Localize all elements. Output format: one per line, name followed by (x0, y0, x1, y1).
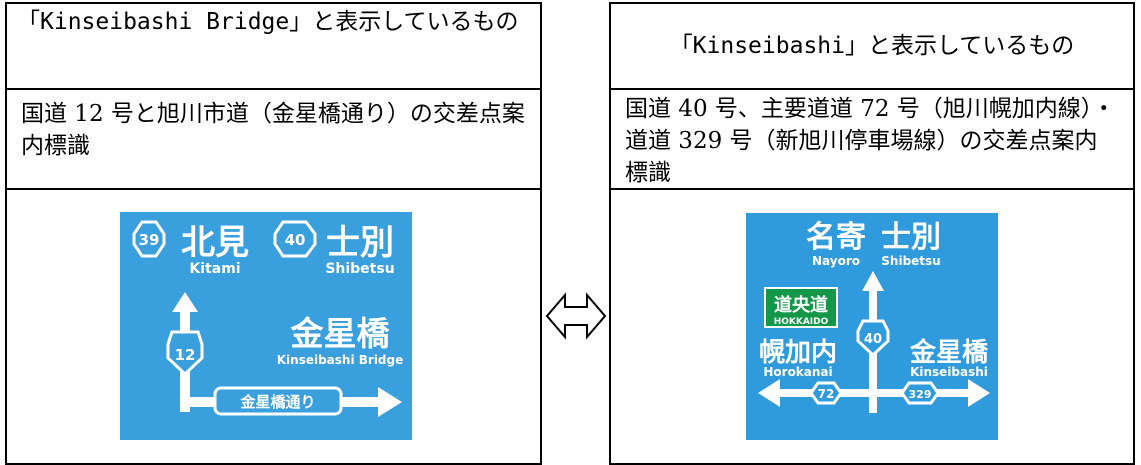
kinseibashi-bridge-sign: 39 北見 Kitami 40 士別 Shibetsu 12 金星橋通り 金星橋… (120, 212, 412, 440)
shibetsu-jp: 士別 (881, 220, 941, 255)
route-72-number: 72 (818, 387, 835, 401)
nayoro-jp: 名寄 (806, 220, 866, 255)
expressway-jp: 道央道 (774, 294, 828, 316)
left-title: 「Kinseibashi Bridge」と表示しているもの (7, 4, 540, 90)
route-40-number: 40 (864, 332, 882, 347)
route-40-shield (856, 319, 890, 358)
kinseibashi-en: Kinseibashi (910, 365, 988, 379)
left-right-arrow-icon (545, 292, 607, 340)
nayoro-en: Nayoro (812, 254, 860, 268)
street-name-jp: 金星橋通り (239, 393, 315, 411)
right-sign-cell: 名寄 Nayoro 士別 Shibetsu 道央道 HOKKAIDO 40 幌加… (611, 190, 1133, 463)
route-12-shield (166, 330, 204, 377)
left-panel: 「Kinseibashi Bridge」と表示しているもの 国道 12 号と旭川… (5, 2, 542, 465)
shibetsu-en: Shibetsu (881, 254, 940, 268)
route-72-shield (809, 381, 843, 405)
kinseibashi-bridge-en: Kinseibashi Bridge (277, 353, 404, 367)
route-40-number: 40 (285, 231, 306, 249)
cross-road-shaft (776, 389, 972, 397)
route-40-shield (273, 220, 317, 258)
street-name-plate (213, 386, 343, 416)
shibetsu-jp: 士別 (326, 223, 394, 263)
kinseibashi-jp: 金星橋 (909, 337, 989, 368)
route-12-number: 12 (175, 346, 196, 364)
right-description: 国道 40 号、主要道道 72 号（旭川幌加内線）・道道 329 号（新旭川停車… (611, 90, 1133, 190)
left-arrow-icon (758, 379, 780, 407)
route-329-number: 329 (909, 388, 932, 401)
right-arrow-icon (968, 379, 990, 407)
kinseibashi-jp: 金星橋 (290, 314, 391, 353)
route-39-number: 39 (139, 231, 160, 249)
right-arrow-icon (378, 387, 402, 417)
shibetsu-en: Shibetsu (325, 261, 394, 277)
route-39-shield (132, 220, 166, 258)
kinseibashi-sign: 名寄 Nayoro 士別 Shibetsu 道央道 HOKKAIDO 40 幌加… (746, 213, 998, 440)
right-title-cell: 「Kinseibashi」と表示しているもの (611, 4, 1133, 90)
expressway-en: HOKKAIDO (774, 317, 829, 327)
horokanai-en: Horokanai (763, 365, 832, 379)
kitami-jp: 北見 (181, 223, 249, 263)
left-sign-cell: 39 北見 Kitami 40 士別 Shibetsu 12 金星橋通り 金星橋… (7, 190, 540, 463)
right-title: 「Kinseibashi」と表示しているもの (669, 32, 1075, 59)
kitami-en: Kitami (189, 261, 240, 277)
right-panel: 「Kinseibashi」と表示しているもの 国道 40 号、主要道道 72 号… (609, 2, 1135, 465)
route-329-shield (900, 381, 940, 405)
left-description: 国道 12 号と旭川市道（金星橋通り）の交差点案内標識 (7, 90, 540, 190)
horokanai-jp: 幌加内 (759, 338, 837, 368)
hokkaido-expressway-badge (764, 287, 838, 328)
